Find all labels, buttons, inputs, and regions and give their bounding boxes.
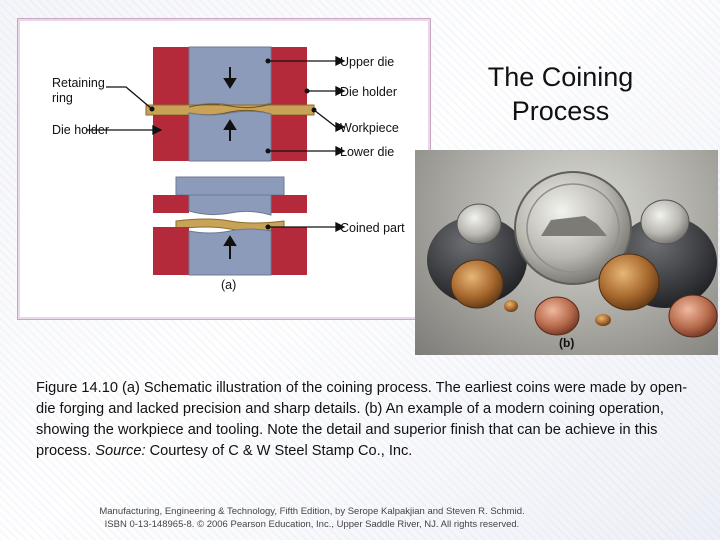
ejected-lower-holder-left: [153, 227, 189, 275]
ejected-upper-die: [176, 177, 284, 195]
label-coined-part: Coined part: [340, 221, 405, 235]
slide-title-line1: The Coining: [458, 60, 663, 94]
ejected-die-face: [189, 195, 271, 215]
ejected-lower-holder-right: [271, 227, 307, 275]
die-holder-lower-right: [271, 115, 307, 161]
die-face-left: [457, 204, 501, 244]
copper-coin-right: [669, 295, 717, 337]
caption-source-text: Courtesy of C & W Steel Stamp Co., Inc.: [150, 443, 413, 459]
bronze-coin-right: [599, 254, 659, 310]
label-part-b: (b): [559, 336, 574, 350]
label-retaining-ring-line1: Retaining: [52, 76, 105, 90]
slide-title-line2: Process: [458, 94, 663, 128]
label-die-holder-left: Die holder: [52, 123, 109, 137]
caption-source-label: Source:: [95, 443, 145, 459]
footer-line1: Manufacturing, Engineering & Technology,…: [62, 505, 562, 518]
coining-schematic-panel: Retaining ring Die holder Upper die Die …: [17, 18, 431, 320]
coining-photo-illustration: [415, 150, 718, 355]
small-gold-nugget: [595, 314, 611, 326]
small-gold-coin: [504, 300, 518, 312]
copper-coin-center: [535, 297, 579, 335]
die-holder-upper-left: [153, 47, 189, 113]
label-upper-die: Upper die: [340, 55, 394, 69]
coining-photo: [415, 150, 718, 355]
label-lower-die: Lower die: [340, 145, 394, 159]
slide-title: The Coining Process: [458, 60, 663, 128]
die-holder-upper-right: [271, 47, 307, 113]
copyright-footer: Manufacturing, Engineering & Technology,…: [62, 505, 562, 531]
die-face-right: [641, 200, 689, 244]
ejected-holder-right: [271, 195, 307, 213]
die-holder-lower-left: [153, 115, 189, 161]
footer-line2: ISBN 0-13-148965-8. © 2006 Pearson Educa…: [62, 518, 562, 531]
label-retaining-ring-line2: ring: [52, 91, 73, 105]
label-die-holder-right: Die holder: [340, 85, 397, 99]
figure-caption: Figure 14.10 (a) Schematic illustration …: [36, 378, 701, 462]
coining-schematic: Retaining ring Die holder Upper die Die …: [18, 19, 430, 319]
label-workpiece: Workpiece: [340, 121, 399, 135]
ejected-holder-left: [153, 195, 189, 213]
label-part-a: (a): [221, 278, 236, 292]
bronze-coin-left: [451, 260, 503, 308]
